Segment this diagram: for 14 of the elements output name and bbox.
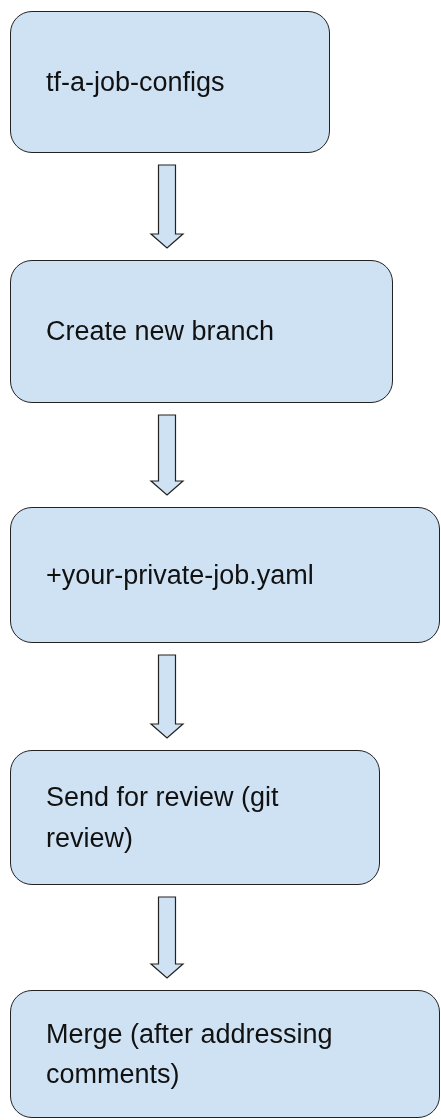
block-arrow — [149, 896, 185, 979]
process-box — [10, 507, 440, 643]
process-box — [10, 990, 440, 1118]
block-arrow — [149, 654, 185, 739]
step-label: Send for review (git review) — [46, 781, 280, 855]
step-label: Create new branch — [46, 315, 275, 349]
block-arrow — [149, 414, 185, 496]
process-box — [10, 750, 380, 885]
process-box — [10, 260, 393, 403]
process-box — [10, 11, 330, 153]
step-label: Merge (after addressing comments) — [46, 1017, 334, 1091]
step-label: tf-a-job-configs — [46, 65, 225, 99]
step-label: +your-private-job.yaml — [46, 558, 314, 592]
block-arrow — [149, 164, 185, 249]
